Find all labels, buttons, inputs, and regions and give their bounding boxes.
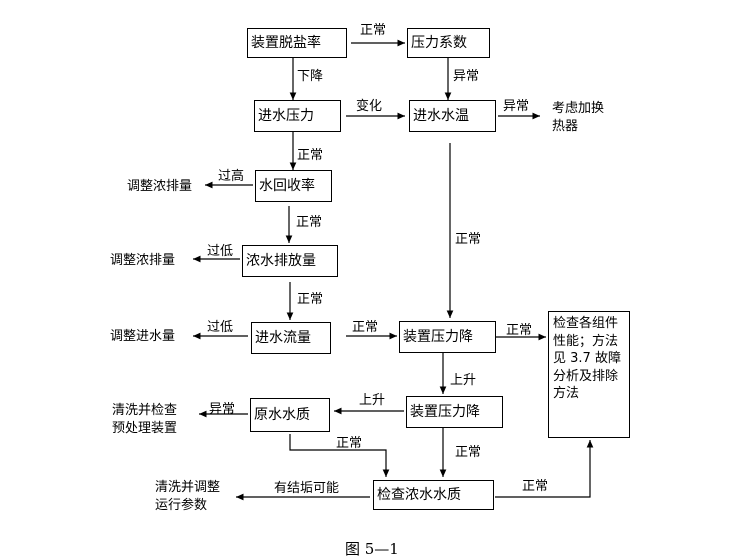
- label-pressure-normal: 正常: [297, 148, 324, 163]
- outcome-adjust-feed: 调整进水量: [110, 329, 176, 344]
- node-raw-quality: 原水水质: [250, 398, 330, 432]
- figure-caption: 图 5—1: [345, 540, 399, 558]
- outcome-line: 预处理装置: [112, 420, 178, 436]
- check-components-line: 方法: [553, 386, 580, 402]
- check-components-line: 性能；方法: [553, 333, 619, 349]
- label-temp-abnormal: 异常: [503, 99, 530, 114]
- outcome-line: 运行参数: [155, 497, 208, 513]
- check-components-line: 见 3.7 故障: [553, 351, 621, 367]
- node-check-components: 检查各组件 性能；方法 见 3.7 故障 分析及排除 方法: [548, 311, 630, 438]
- label-desalt-to-coef: 正常: [360, 23, 387, 38]
- label-conc-normal: 正常: [297, 292, 324, 307]
- node-check-concentrate: 检查浓水水质: [373, 480, 494, 510]
- node-feed-temp: 进水水温: [409, 100, 496, 132]
- label-desalt-down: 下降: [297, 69, 324, 84]
- label-flow-low: 过低: [207, 320, 234, 335]
- label-recovery-high: 过高: [218, 169, 245, 184]
- node-concentrate-flow: 浓水排放量: [242, 245, 338, 277]
- check-components-line: 检查各组件: [553, 316, 619, 331]
- node-pressure-coef: 压力系数: [407, 28, 490, 58]
- outcome-clean-adjust: 清洗并调整 运行参数: [155, 479, 220, 514]
- label-coef-abnormal: 异常: [453, 69, 480, 84]
- node-pressure-drop-1: 装置压力降: [399, 321, 496, 353]
- outcome-line: 清洗并检查: [112, 403, 178, 418]
- label-flow-normal: 正常: [352, 320, 379, 335]
- arrow-raw-to-checkconc: [289, 434, 390, 477]
- label-pressure-change: 变化: [356, 99, 383, 114]
- label-drop2-normal: 正常: [455, 445, 482, 460]
- node-feed-flow: 进水流量: [251, 322, 331, 354]
- label-scaling: 有结垢可能: [274, 481, 340, 496]
- label-check-normal: 正常: [522, 479, 549, 494]
- outcome-adjust-concentrate-2: 调整浓排量: [110, 253, 176, 268]
- label-raw-normal: 正常: [336, 436, 363, 451]
- label-drop-rise: 上升: [450, 373, 477, 388]
- outcome-adjust-concentrate-1: 调整浓排量: [127, 179, 193, 194]
- node-feed-pressure: 进水压力: [254, 100, 341, 132]
- label-raw-abnormal: 异常: [209, 402, 236, 417]
- outcome-line: 考虑加换: [552, 101, 605, 116]
- label-temp-normal: 正常: [455, 232, 482, 247]
- label-rise-to-raw: 上升: [359, 393, 386, 408]
- arrow-checkconc-to-check: [495, 440, 594, 498]
- label-recovery-normal: 正常: [296, 215, 323, 230]
- node-desalt-rate: 装置脱盐率: [247, 28, 347, 58]
- label-conc-low: 过低: [207, 244, 234, 259]
- node-pressure-drop-2: 装置压力降: [406, 396, 503, 428]
- outcome-line: 热器: [552, 118, 579, 134]
- outcome-heat-exchanger: 考虑加换 热器: [552, 100, 604, 135]
- outcome-line: 清洗并调整: [155, 480, 221, 495]
- node-recovery: 水回收率: [255, 170, 332, 202]
- outcome-clean-pretreat: 清洗并检查 预处理装置: [112, 402, 177, 437]
- label-drop-normal: 正常: [506, 323, 533, 338]
- check-components-line: 分析及排除: [553, 368, 619, 384]
